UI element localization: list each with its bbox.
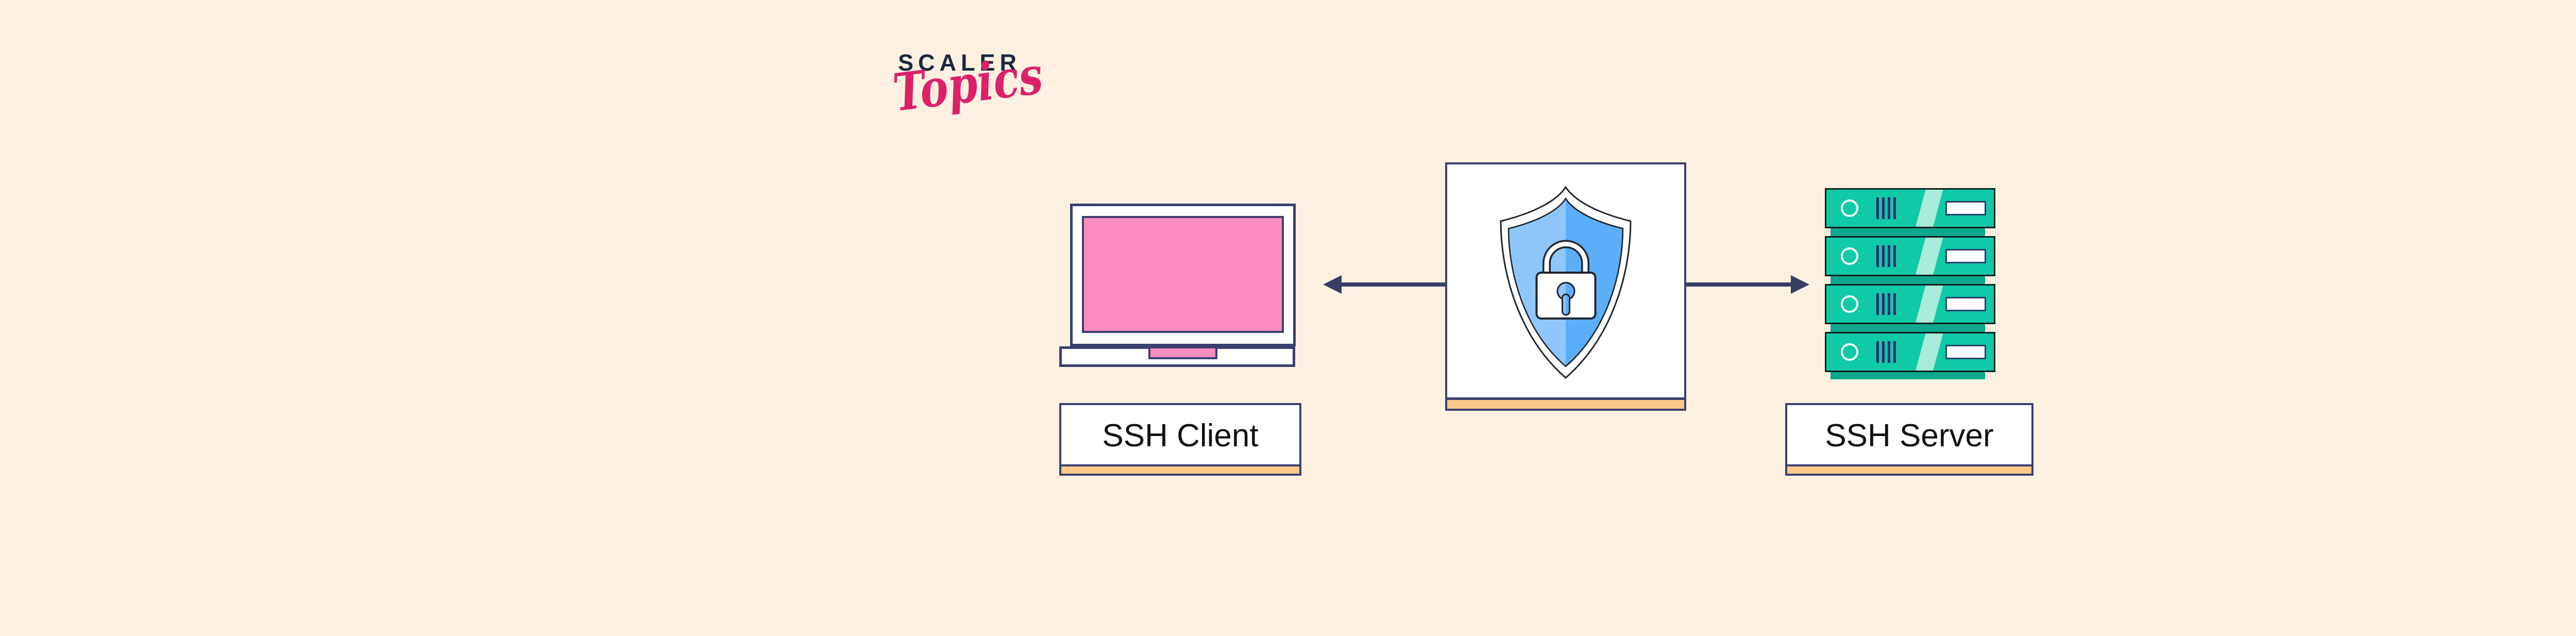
server-led-panel bbox=[1945, 201, 1986, 215]
ssh-client-label-box: SSH Client bbox=[1059, 403, 1301, 476]
label-accent-strip bbox=[1061, 464, 1299, 474]
monitor-screen bbox=[1082, 216, 1284, 333]
server-unit bbox=[1825, 188, 1995, 228]
shield-panel-accent-strip bbox=[1447, 397, 1684, 409]
power-circle-icon bbox=[1841, 247, 1858, 265]
arrow-line-to-server bbox=[1686, 282, 1792, 287]
monitor-notch bbox=[1148, 348, 1217, 359]
server-unit bbox=[1825, 236, 1995, 276]
arrowhead-left-icon bbox=[1323, 275, 1342, 294]
monitor-base bbox=[1059, 346, 1295, 367]
monitor-icon bbox=[1070, 204, 1296, 346]
server-unit-stripe bbox=[1913, 286, 1944, 323]
power-circle-icon bbox=[1841, 199, 1858, 217]
server-led-panel bbox=[1945, 249, 1986, 263]
scaler-topics-logo: SCALER Topics bbox=[889, 45, 1054, 158]
ssh-server-label: SSH Server bbox=[1825, 418, 1994, 454]
server-unit-stripe bbox=[1913, 238, 1944, 275]
server-unit-stripe bbox=[1913, 333, 1944, 371]
ssh-client-label: SSH Client bbox=[1102, 418, 1259, 454]
power-circle-icon bbox=[1841, 295, 1858, 313]
vent-bars-icon bbox=[1876, 293, 1896, 315]
server-led-panel bbox=[1945, 297, 1986, 311]
server-led-panel bbox=[1945, 345, 1986, 359]
lock-keyhole bbox=[1556, 282, 1575, 316]
server-unit-stripe bbox=[1913, 190, 1944, 227]
label-accent-strip bbox=[1787, 464, 2031, 474]
ssh-server-label-box: SSH Server bbox=[1785, 403, 2033, 476]
vent-bars-icon bbox=[1876, 341, 1896, 363]
lock-shackle-fill bbox=[1544, 242, 1588, 275]
server-stack-icon bbox=[1825, 188, 1995, 379]
vent-bars-icon bbox=[1876, 245, 1896, 267]
power-circle-icon bbox=[1841, 343, 1858, 361]
logo-primary-text: SCALER bbox=[898, 49, 1022, 76]
arrow-line-to-client bbox=[1340, 282, 1445, 287]
arrowhead-right-icon bbox=[1791, 275, 1809, 294]
server-unit bbox=[1825, 284, 1995, 324]
shield-lock-icon bbox=[1500, 186, 1632, 379]
server-unit bbox=[1825, 332, 1995, 372]
security-shield-panel bbox=[1445, 162, 1686, 411]
vent-bars-icon bbox=[1876, 197, 1896, 219]
